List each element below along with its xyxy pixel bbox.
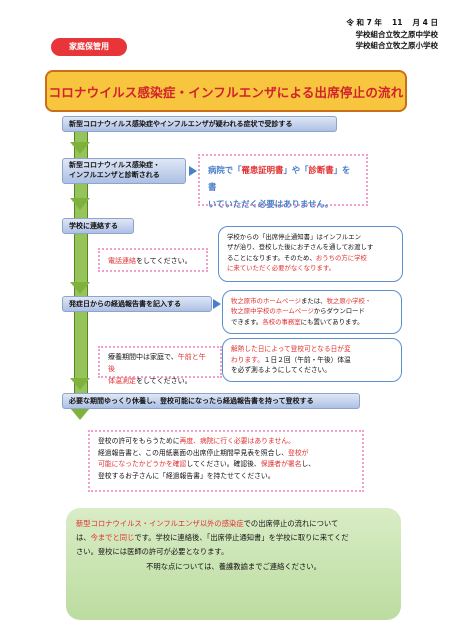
flow-line: [74, 131, 88, 394]
step-diagnosed-label-2: インフルエンザと診断される: [69, 171, 160, 179]
down-arrow-2-icon: [70, 198, 90, 210]
permission-line4: 登校するお子さんに「経過報告書」を持たせてください。: [98, 472, 275, 481]
download-info-line2: 牧之原中学校のホームページからダウンロード: [231, 307, 365, 316]
page-title: コロナウイルス感染症・インフルエンザによる出席停止の流れ: [48, 84, 404, 100]
school-notice-bubble: 学校からの「出席停止通知書」はインフルエン ザが治り、登校した後にお子さんを通し…: [218, 226, 403, 282]
temperature-note-line2: 体温測定をしてください。: [108, 376, 192, 385]
step-progress-report-label: 発症日からの経過報告書を記入する: [69, 300, 181, 308]
school-notice-line2: ザが治り、登校した後にお子さんを通してお渡しす: [227, 243, 374, 252]
temperature-note: 療養期間中は家庭で、午前と午後 体温測定をしてください。: [98, 346, 222, 385]
permission-line1: 登校の許可をもらうために再度、病院に行く必要はありません。: [98, 437, 295, 445]
step-consult: 新型コロナウイルス感染症やインフルエンザが疑われる症状で受診する: [62, 116, 337, 132]
school-name-middle: 学校組合立牧之原中学校: [355, 29, 439, 39]
fever-info-bubble: 解熱した日によって登校可となる日が変 わります。１日２回（午前・午後）体温 を必…: [222, 338, 402, 382]
page-title-banner: コロナウイルス感染症・インフルエンザによる出席停止の流れ: [45, 70, 407, 112]
down-arrow-1-icon: [70, 142, 90, 154]
school-name-elementary: 学校組合立牧之原小学校: [355, 41, 439, 51]
phone-contact-note: 電話連絡をしてください。: [98, 248, 208, 272]
footer-line1: 新型コロナウイルス・インフルエンザ以外の感染症での出席停止の流れについて: [76, 519, 339, 528]
footer-line3: さい。登校には医師の許可が必要となります。: [76, 547, 229, 557]
other-infections-footer: 新型コロナウイルス・インフルエンザ以外の感染症での出席停止の流れについて は、今…: [66, 508, 401, 620]
header-date-block: 令 和 7 年 11 月 4 日 学校組合立牧之原中学校 学校組合立牧之原小学校: [318, 17, 438, 52]
home-storage-badge: 家庭保管用: [51, 38, 127, 56]
school-notice-line4: に来ていただく必要がなくなります。: [227, 264, 335, 273]
notice-no-certificate-line2: いていただく必要はありません。: [208, 198, 334, 209]
notice-no-certificate-line1: 病院で「罹患証明書」や「診断書」を書: [208, 165, 351, 192]
download-info-line1: 牧之原市のホームページまたは、牧之原小学校・: [231, 297, 372, 305]
issue-date: 令 和 7 年 11 月 4 日: [346, 18, 438, 27]
school-notice-line1: 学校からの「出席停止通知書」はインフルエン: [227, 233, 362, 241]
down-arrow-5-icon: [70, 408, 90, 420]
download-info-bubble: 牧之原市のホームページまたは、牧之原小学校・ 牧之原中学校のホームページからダウ…: [222, 290, 402, 334]
return-permission-box: 登校の許可をもらうために再度、病院に行く必要はありません。 経過報告書と、この用…: [88, 430, 364, 492]
fever-info-line1: 解熱した日によって登校可となる日が変: [231, 345, 351, 353]
fever-info-line3: を必ず測るようにしてください。: [231, 366, 331, 375]
down-arrow-3-icon: [70, 282, 90, 294]
step-return-to-school: 必要な期間ゆっくり休養し、登校可能になったら経過報告書を持って登校する: [62, 393, 360, 409]
permission-line2: 経過報告書と、この用紙裏面の出席停止期間早見表を照合し、登校が: [98, 448, 309, 457]
step-diagnosed-label-1: 新型コロナウイルス感染症・: [69, 161, 160, 170]
right-arrow-1-icon: [189, 166, 197, 176]
footer-line4: 不明な点については、養護教諭までご連絡ください。: [146, 561, 321, 571]
step-consult-label: 新型コロナウイルス感染症やインフルエンザが疑われる症状で受診する: [69, 120, 293, 128]
right-arrow-2-icon: [213, 299, 221, 309]
step-contact-school-label: 学校に連絡する: [69, 222, 118, 230]
download-info-line3: できます。各校の事務室にも置いてあります。: [231, 317, 364, 326]
step-contact-school: 学校に連絡する: [62, 218, 134, 234]
step-progress-report: 発症日からの経過報告書を記入する: [62, 296, 212, 312]
down-arrow-4-icon: [70, 378, 90, 390]
school-notice-line3: ることになります。そのため、おうちの方に学校: [227, 253, 367, 262]
fever-info-line2: わります。１日２回（午前・午後）体温: [231, 355, 351, 364]
step-return-to-school-label: 必要な期間ゆっくり休養し、登校可能になったら経過報告書を持って登校する: [69, 397, 314, 405]
temperature-note-line1: 療養期間中は家庭で、午前と午後: [108, 353, 206, 373]
notice-no-certificate: 病院で「罹患証明書」や「診断書」を書 いていただく必要はありません。: [198, 154, 368, 209]
permission-line3: 可能になったかどうかを確認してください。確認後、保護者が署名し、: [98, 460, 316, 469]
footer-line2: は、今までと同じです。学校に連絡後、「出席停止通知書」を学校に取りに来てくだ: [76, 533, 349, 543]
step-diagnosed: 新型コロナウイルス感染症・ インフルエンザと診断される: [62, 158, 186, 184]
